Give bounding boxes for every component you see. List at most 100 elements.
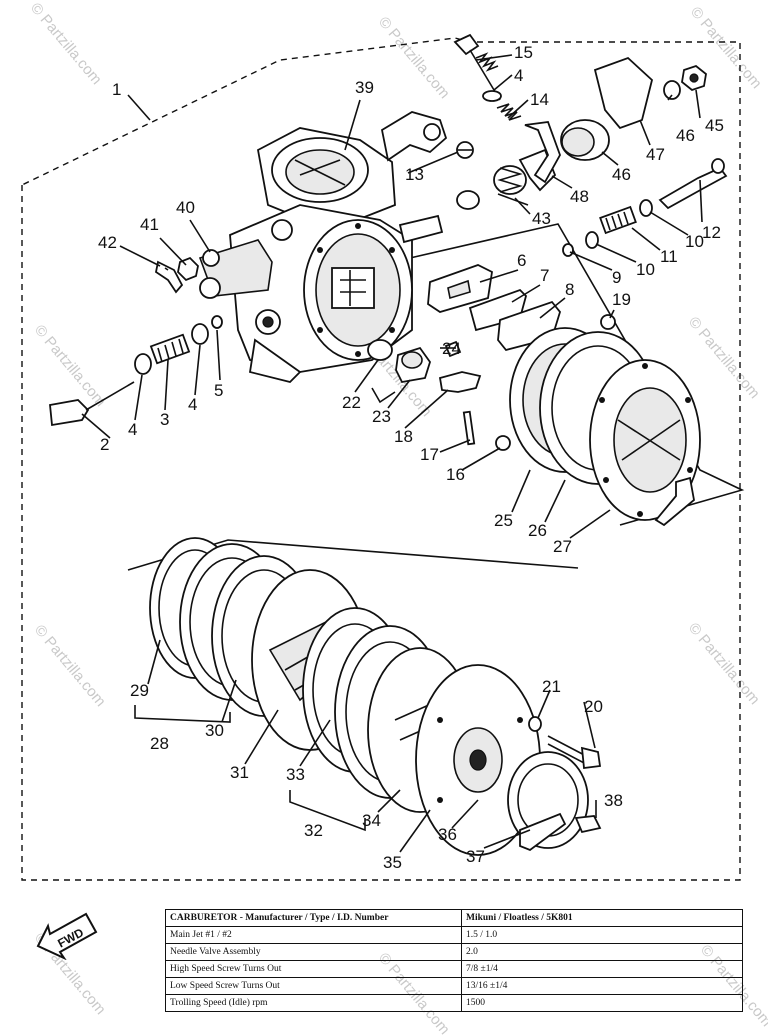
cover-47 <box>593 56 654 130</box>
callout-label: 36 <box>438 825 457 844</box>
callout-label: 29 <box>130 681 149 700</box>
callout-label: 22 <box>342 393 361 412</box>
callout-label: 1 <box>112 80 121 99</box>
bracket-22-23 <box>371 387 396 404</box>
callout-label: 13 <box>405 165 424 184</box>
callout-label: 11 <box>660 247 678 266</box>
callout-label: 15 <box>514 43 533 62</box>
callout-label: 9 <box>612 268 621 287</box>
callout-label: 3 <box>160 410 169 429</box>
bracket-28-30 <box>134 705 231 723</box>
callout-label: 26 <box>528 521 547 540</box>
assembly-boundary <box>21 37 741 881</box>
callout-label: 5 <box>214 381 223 400</box>
callout-label: 42 <box>98 233 117 252</box>
callout-label: 28 <box>150 734 169 753</box>
washer-10 <box>585 231 599 249</box>
screw-38 <box>574 815 602 834</box>
carburetor-body <box>198 127 444 383</box>
bolt-20 <box>547 735 602 770</box>
watermark: © Partzilla.com <box>31 622 109 710</box>
cover-27 <box>589 359 701 527</box>
screw-13 <box>456 141 474 159</box>
o-ring-9 <box>562 243 574 257</box>
spec-row: Main Jet #1 / #2 1.5 / 1.0 <box>165 926 743 944</box>
spec-label: High Speed Screw Turns Out <box>165 960 462 978</box>
carburetor-spec-table: CARBURETOR - Manufacturer / Type / I.D. … <box>165 909 743 1012</box>
callout-label: 4 <box>128 420 137 439</box>
screw-16 <box>495 435 511 451</box>
callout-label: 48 <box>570 187 589 206</box>
watermark: © Partzilla.com <box>375 14 453 102</box>
watermark: © Partzilla.com <box>685 620 763 708</box>
callout-label: 6 <box>517 251 526 270</box>
callout-label: 16 <box>446 465 465 484</box>
callout-label: 32 <box>304 821 323 840</box>
callout-label: 39 <box>355 78 374 97</box>
callout-label: 4 <box>188 395 197 414</box>
fwd-arrow-icon: FWD <box>36 912 98 960</box>
spec-value: 2.0 <box>461 943 743 961</box>
o-ring-5 <box>211 315 223 329</box>
callout-label: 46 <box>676 126 695 145</box>
callout-label: 37 <box>466 847 485 866</box>
filter-cover-37 <box>507 751 589 852</box>
callout-label: 10 <box>685 232 704 251</box>
spring-3 <box>149 333 191 365</box>
needle-12 <box>658 158 728 210</box>
callout-label: 35 <box>383 853 402 872</box>
callout-labels: 1 2 3 4 4 4 5 6 7 8 9 10 10 11 12 13 14 … <box>98 43 724 872</box>
spec-label: Main Jet #1 / #2 <box>165 926 462 944</box>
spec-value: Mikuni / Floatless / 5K801 <box>461 909 743 927</box>
spec-value: 13/16 ±1/4 <box>461 977 743 995</box>
spec-table-header: CARBURETOR - Manufacturer / Type / I.D. … <box>165 909 743 927</box>
bracket-48 <box>524 121 561 184</box>
watermark: © Partzilla.com <box>27 0 105 88</box>
spec-row: Needle Valve Assembly 2.0 <box>165 943 743 961</box>
callout-label: 34 <box>362 811 381 830</box>
callout-label: 27 <box>553 537 572 556</box>
washer-4 <box>134 353 152 375</box>
spec-label: CARBURETOR - Manufacturer / Type / I.D. … <box>165 909 462 927</box>
spec-label: Trolling Speed (Idle) rpm <box>165 994 462 1012</box>
spec-label: Needle Valve Assembly <box>165 943 462 961</box>
callout-label: 43 <box>532 209 551 228</box>
spec-row: Low Speed Screw Turns Out 13/16 ±1/4 <box>165 977 743 995</box>
clip-21 <box>528 716 542 732</box>
throttle-screw-2 <box>49 381 135 427</box>
callout-label: 8 <box>565 280 574 299</box>
callout-label: 41 <box>140 215 159 234</box>
callout-label: 20 <box>584 697 603 716</box>
washer-10 <box>639 199 653 217</box>
linkage-nut <box>423 123 441 141</box>
callout-label: 45 <box>705 116 724 135</box>
bracket-32-34 <box>289 790 366 832</box>
watermark: © Partzilla.com <box>685 314 763 402</box>
spec-value: 1.5 / 1.0 <box>461 926 743 944</box>
callout-label: 40 <box>176 198 195 217</box>
callout-label: 2 <box>100 435 109 454</box>
callout-label: 12 <box>702 223 721 242</box>
nut-41 <box>177 256 199 282</box>
callout-label: 33 <box>286 765 305 784</box>
callout-label: 21 <box>542 677 561 696</box>
spec-row: High Speed Screw Turns Out 7/8 ±1/4 <box>165 960 743 978</box>
spec-value: 1500 <box>461 994 743 1012</box>
jet-18 <box>438 371 482 393</box>
spec-label: Low Speed Screw Turns Out <box>165 977 462 995</box>
group-frame-upper <box>409 223 745 526</box>
collar-46 <box>560 119 610 161</box>
callout-label: 14 <box>530 90 549 109</box>
callout-label: 23 <box>372 407 391 426</box>
leader-line <box>127 94 151 121</box>
clip-42 <box>154 260 184 294</box>
callout-label: 31 <box>230 763 249 782</box>
callout-label: 47 <box>646 145 665 164</box>
plug-23 <box>395 346 431 384</box>
pilot-screw-15 <box>453 33 522 121</box>
screw-19 <box>600 314 616 330</box>
callout-label: 38 <box>604 791 623 810</box>
callout-label: 25 <box>494 511 513 530</box>
callout-label: 19 <box>612 290 631 309</box>
